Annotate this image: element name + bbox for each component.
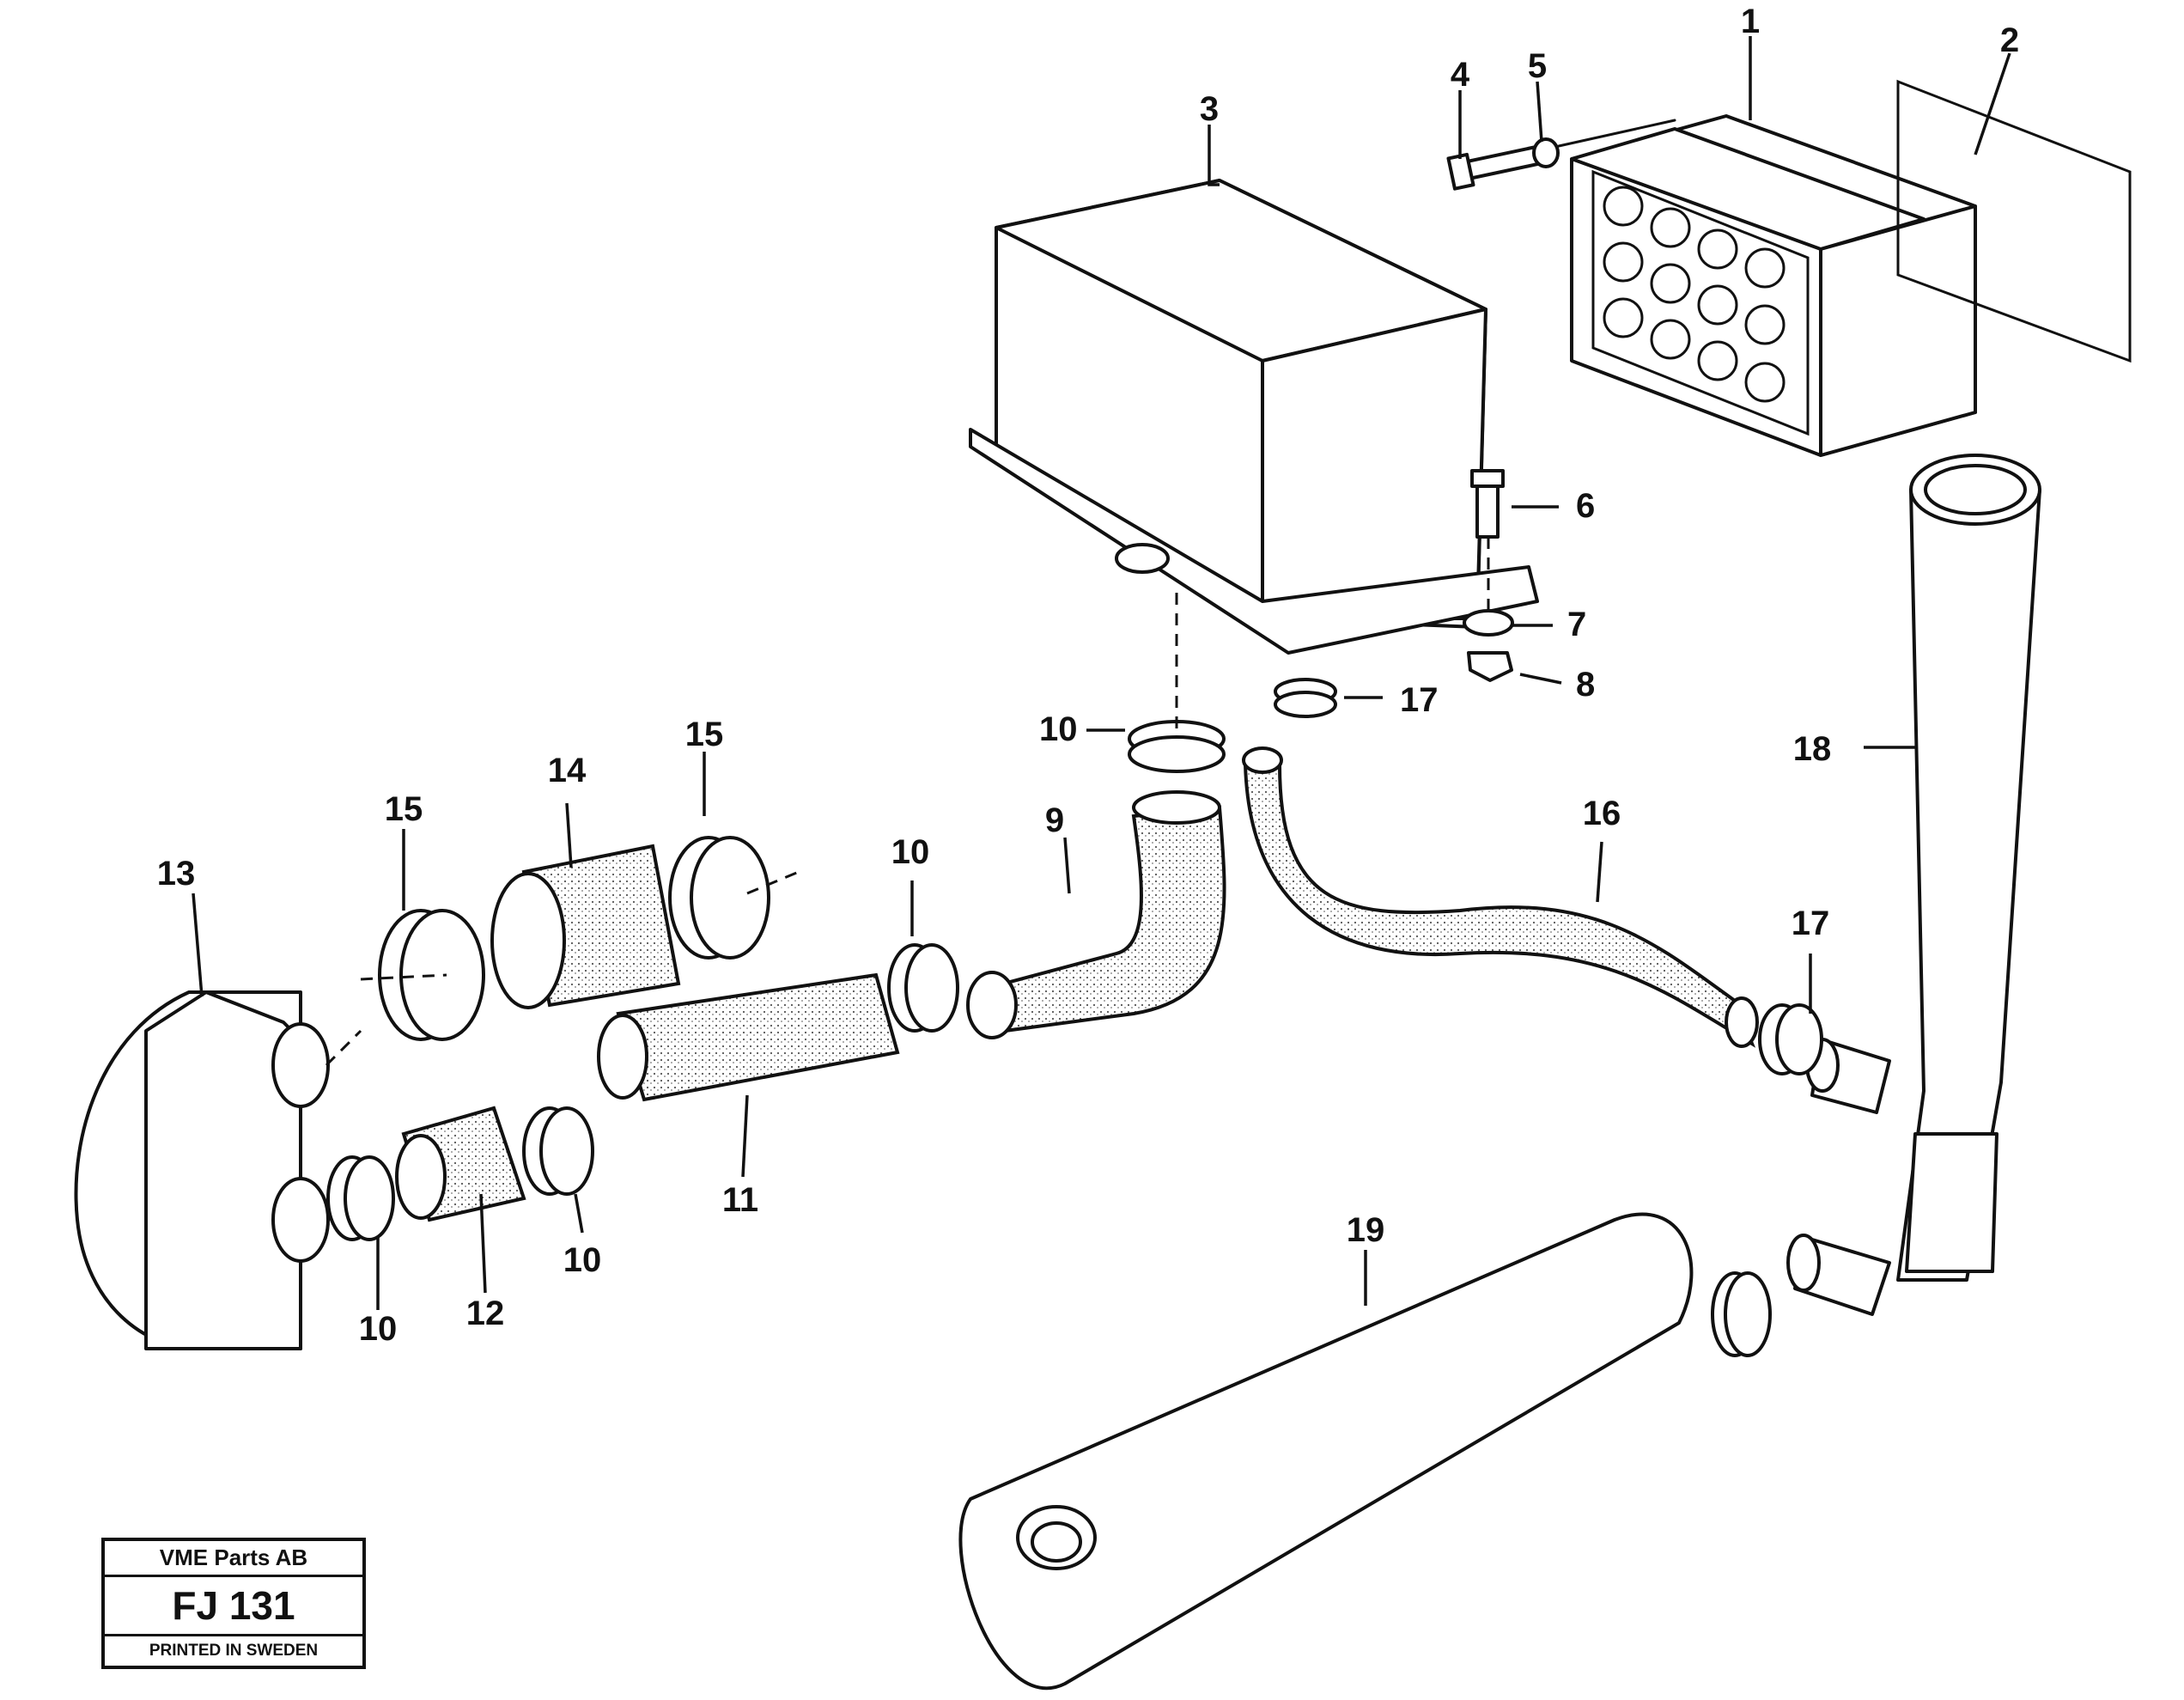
callout-8: 8: [1576, 666, 1595, 704]
air-filter-housing: [1570, 114, 1977, 457]
callout-19: 19: [1347, 1211, 1385, 1249]
callout-10d: 10: [359, 1310, 398, 1348]
exhaust-cover-box: [969, 179, 1539, 655]
gasket: [1896, 79, 2132, 363]
figure-code: FJ 131: [105, 1577, 362, 1636]
hose-clamp: [326, 1155, 395, 1241]
callout-18: 18: [1793, 730, 1832, 768]
hose-clamp: [1274, 678, 1337, 718]
callout-16: 16: [1583, 795, 1621, 832]
callout-4: 4: [1451, 56, 1470, 94]
bend-pipe: [985, 805, 1226, 1033]
silencer: [958, 1212, 1694, 1691]
hose-clamp: [1711, 1271, 1772, 1357]
hose-clamp: [378, 909, 485, 1041]
connecting-pipe: [1243, 763, 1756, 1048]
callout-15b: 15: [685, 716, 724, 753]
title-block: VME Parts AB FJ 131 PRINTED IN SWEDEN: [101, 1538, 366, 1669]
hose-clamp: [668, 836, 770, 960]
exhaust-stack-pipe: [1786, 454, 2041, 1316]
straight-pipe: [616, 972, 900, 1102]
hose-sleeve-large-end: [490, 872, 566, 1009]
connecting-pipe-end: [1725, 996, 1759, 1048]
printed-note: PRINTED IN SWEDEN: [149, 1642, 319, 1660]
hose-clamp: [1758, 1003, 1823, 1075]
callout-2: 2: [2000, 21, 2019, 59]
callout-15a: 15: [385, 790, 423, 828]
callout-10b: 10: [891, 833, 930, 871]
callout-14: 14: [548, 752, 587, 789]
callout-7: 7: [1567, 606, 1586, 643]
bolt-and-washer: [1446, 119, 1676, 191]
callout-10a: 10: [1039, 710, 1078, 748]
callout-1: 1: [1741, 3, 1760, 40]
straight-pipe-end: [597, 1014, 648, 1100]
callout-5: 5: [1528, 47, 1547, 85]
bend-pipe-end: [966, 971, 1018, 1039]
callout-10c: 10: [563, 1241, 602, 1279]
hose-clamp: [887, 943, 959, 1033]
hose-clamp: [1128, 720, 1226, 773]
muffler-end-cap: [74, 990, 330, 1350]
company-name: VME Parts AB: [105, 1541, 362, 1577]
assembly-line: [325, 537, 1490, 1067]
callout-leaders: [192, 36, 2011, 1310]
callout-3: 3: [1200, 90, 1219, 128]
callout-13: 13: [157, 855, 196, 893]
connecting-pipe-end: [1242, 746, 1283, 774]
bend-pipe-end: [1132, 790, 1221, 825]
callout-12: 12: [466, 1295, 505, 1332]
callout-9: 9: [1045, 801, 1064, 839]
callout-11: 11: [722, 1181, 758, 1219]
hose-sleeve-end: [395, 1134, 447, 1220]
callout-6: 6: [1576, 487, 1595, 525]
callout-17a: 17: [1400, 681, 1439, 719]
hose-clamp: [522, 1106, 594, 1196]
callout-17b: 17: [1792, 905, 1830, 942]
